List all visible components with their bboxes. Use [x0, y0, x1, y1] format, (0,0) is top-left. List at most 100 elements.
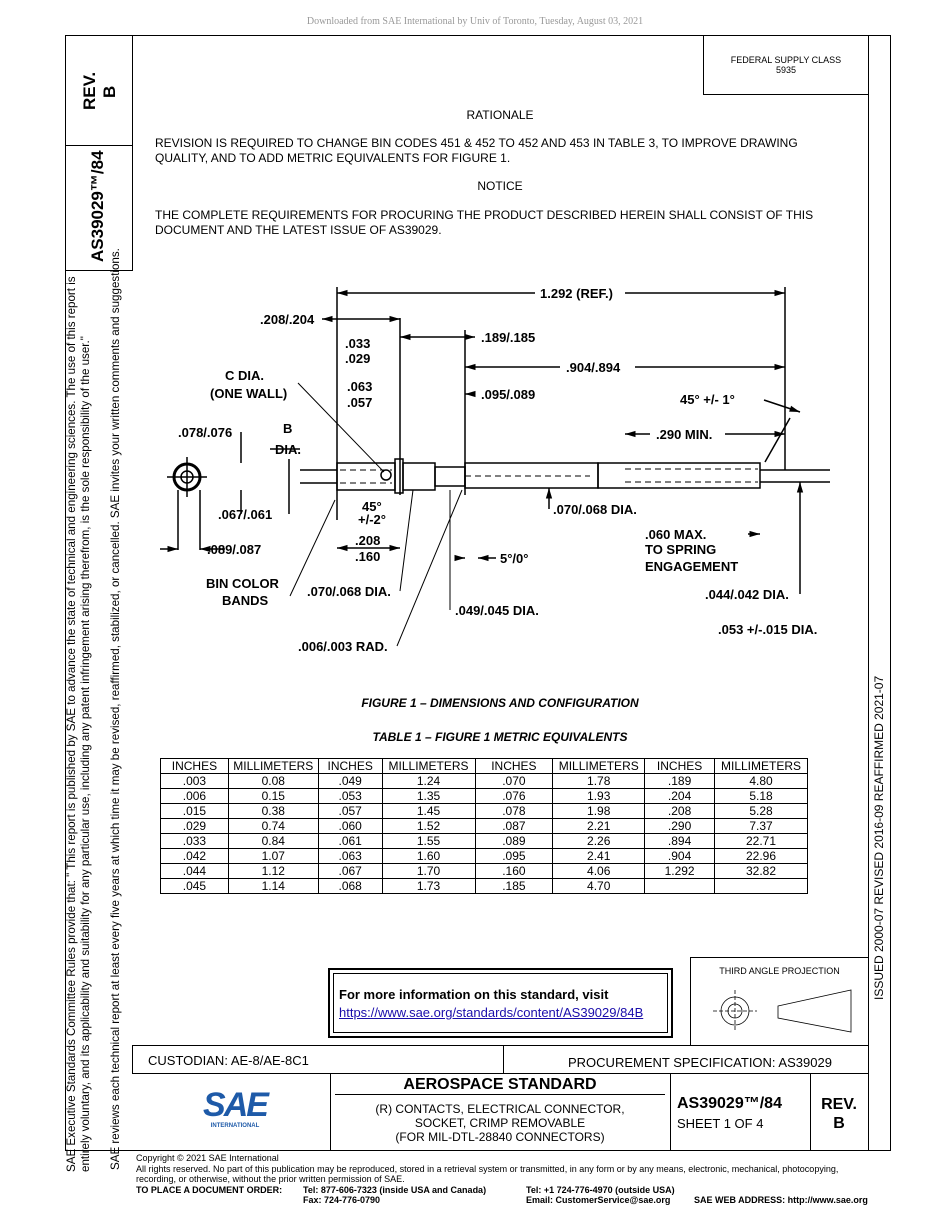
rights-line-1: All rights reserved. No part of this pub…	[136, 1163, 839, 1174]
projection-label: THIRD ANGLE PROJECTION	[719, 966, 840, 976]
web-address[interactable]: SAE WEB ADDRESS: http://www.sae.org	[694, 1194, 868, 1205]
table-cell: 1.292	[644, 863, 716, 879]
table-cell: .045	[160, 878, 229, 894]
rights-line-2: recording, or otherwise, without the pri…	[136, 1174, 405, 1184]
table-cell: .208	[644, 803, 716, 819]
table-cell: .204	[644, 788, 716, 804]
table-cell: .089	[474, 833, 554, 849]
column-header: INCHES	[317, 758, 383, 774]
column-header: MILLIMETERS	[714, 758, 808, 774]
download-watermark: Downloaded from SAE International by Uni…	[306, 16, 644, 27]
procurement-spec: PROCUREMENT SPECIFICATION: AS39029	[568, 1055, 832, 1070]
dim-one-wall: (ONE WALL)	[210, 386, 287, 401]
table-cell: .063	[317, 848, 383, 864]
footer: Copyright © 2021 SAE International All r…	[136, 1153, 896, 1206]
dim-to-spring: TO SPRING	[645, 542, 716, 557]
table-cell: .057	[317, 803, 383, 819]
end-view	[167, 457, 207, 497]
table-cell: .095	[474, 848, 554, 864]
third-angle-projection-icon	[713, 989, 852, 1033]
title-rev-label: REV.	[821, 1096, 857, 1113]
dim-070-068-collar: .070/.068 DIA.	[307, 584, 391, 599]
table-cell: .078	[474, 803, 554, 819]
sae-logo-sub: INTERNATIONAL	[210, 1123, 260, 1129]
table-cell: .029	[160, 818, 229, 834]
table-cell: .185	[474, 878, 554, 894]
dim-078-076: .078/.076	[178, 425, 232, 440]
dim-053: .053 +/-.015 DIA.	[718, 622, 817, 637]
custodian: CUSTODIAN: AE-8/AE-8C1	[148, 1053, 309, 1068]
table-cell: .894	[644, 833, 716, 849]
custodian-row	[132, 1045, 869, 1074]
dim-029: .029	[345, 351, 370, 366]
table-cell: 0.38	[227, 803, 319, 819]
table-cell: .033	[160, 833, 229, 849]
fsc-label: FEDERAL SUPPLY CLASS	[730, 55, 842, 65]
table-cell: 0.08	[227, 773, 319, 789]
table-cell: 2.26	[552, 833, 646, 849]
table-cell: .087	[474, 818, 554, 834]
table-cell: .189	[644, 773, 716, 789]
table-cell: .042	[160, 848, 229, 864]
table-cell: 4.06	[552, 863, 646, 879]
dim-290-min: .290 MIN.	[656, 427, 712, 442]
fsc-value: 5935	[775, 65, 797, 75]
dim-160: .160	[355, 549, 380, 564]
title-rev-value: B	[833, 1115, 845, 1132]
standard-link[interactable]: https://www.sae.org/standards/content/AS…	[339, 1005, 644, 1020]
table-cell: .070	[474, 773, 554, 789]
table-cell: 1.14	[227, 878, 319, 894]
table-cell: .015	[160, 803, 229, 819]
dim-033: .033	[345, 336, 370, 351]
table-cell: 4.80	[714, 773, 808, 789]
dim-c-dia: C DIA.	[225, 368, 264, 383]
table-cell: 1.93	[552, 788, 646, 804]
fsc-box: FEDERAL SUPPLY CLASS 5935	[703, 35, 869, 95]
side-id-box	[65, 35, 133, 271]
table-cell: 7.37	[714, 818, 808, 834]
table-cell: .290	[644, 818, 716, 834]
table-cell: 2.41	[552, 848, 646, 864]
table-cell: 1.35	[381, 788, 476, 804]
table-cell: 5.18	[714, 788, 808, 804]
table-cell: .060	[317, 818, 383, 834]
dim-904-894: .904/.894	[566, 360, 621, 375]
table-cell: 22.96	[714, 848, 808, 864]
table-caption: TABLE 1 – FIGURE 1 METRIC EQUIVALENTS	[372, 730, 628, 744]
notice-text: THE COMPLETE REQUIREMENTS FOR PROCURING …	[155, 208, 814, 237]
info-text: For more information on this standard, v…	[339, 987, 609, 1002]
table-cell: 1.98	[552, 803, 646, 819]
table-cell: .061	[317, 833, 383, 849]
dimension-labels: 1.292 (REF.) .208/.204 .189/.185 .033 .0…	[178, 286, 817, 654]
fax: Fax: 724-776-0790	[303, 1194, 381, 1205]
dim-095-089: .095/.089	[481, 387, 535, 402]
table-cell: 32.82	[714, 863, 808, 879]
title-line-2: SOCKET, CRIMP REMOVABLE	[414, 1116, 586, 1130]
email[interactable]: Email: CustomerService@sae.org	[526, 1194, 671, 1205]
column-header: MILLIMETERS	[227, 758, 319, 774]
dim-45-1: 45° +/- 1°	[680, 392, 735, 407]
dim-engagement: ENGAGEMENT	[645, 559, 738, 574]
table-cell: 4.70	[552, 878, 646, 894]
title-line-1: (R) CONTACTS, ELECTRICAL CONNECTOR,	[375, 1102, 625, 1116]
table-cell: .006	[160, 788, 229, 804]
title-revision: REV. B	[810, 1095, 868, 1133]
column-header: INCHES	[474, 758, 554, 774]
table-cell: .003	[160, 773, 229, 789]
table-cell: .160	[474, 863, 554, 879]
table-cell: 0.74	[227, 818, 319, 834]
dim-067-061: .067/.061	[218, 507, 272, 522]
table-cell: .067	[317, 863, 383, 879]
standard-type: AEROSPACE STANDARD	[403, 1076, 597, 1093]
dim-208-204: .208/.204	[260, 312, 315, 327]
dim-bin-color: BIN COLOR	[206, 576, 280, 591]
dim-bands: BANDS	[222, 593, 269, 608]
table-cell: 1.45	[381, 803, 476, 819]
table-cell: .053	[317, 788, 383, 804]
